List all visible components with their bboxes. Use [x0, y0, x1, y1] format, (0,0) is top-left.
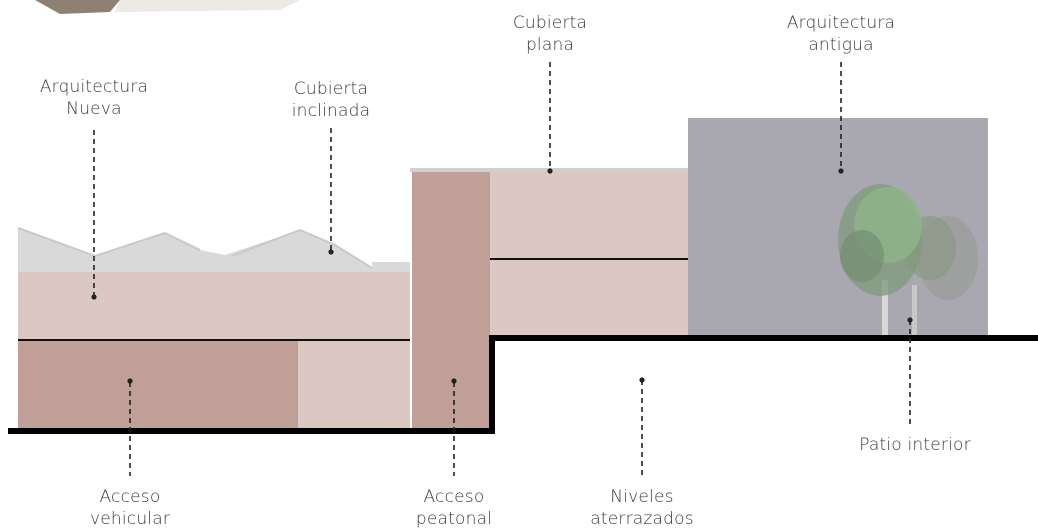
dot-patio-interior: [907, 317, 913, 323]
label-arquitectura-antigua-line2: antigua: [808, 35, 874, 55]
dot-niveles-aterrazados: [639, 377, 645, 383]
label-arquitectura-nueva: Arquitectura Nueva: [24, 76, 164, 120]
label-arquitectura-antigua: Arquitectura antigua: [771, 12, 911, 56]
dot-acceso-peatonal: [451, 378, 457, 384]
label-patio-interior: Patio interior: [840, 434, 990, 456]
sawtooth-roof: [18, 228, 410, 272]
label-arquitectura-nueva-line1: Arquitectura: [39, 77, 149, 97]
photo-fragment: [35, 0, 120, 14]
label-acceso-peatonal-line2: peatonal: [415, 509, 493, 529]
label-arquitectura-nueva-line2: Nueva: [66, 99, 122, 119]
label-acceso-peatonal-line1: Acceso: [423, 487, 485, 507]
tree-icon: [838, 184, 978, 336]
photo-fragment-light: [115, 0, 300, 12]
pedestrian-access-tower: [412, 170, 490, 428]
flat-roof-building: [490, 172, 688, 336]
flat-roof-line: [410, 168, 706, 172]
label-acceso-vehicular-line1: Acceso: [99, 487, 161, 507]
label-arquitectura-antigua-line1: Arquitectura: [786, 13, 896, 33]
sawtooth-roof-outline: [17, 227, 373, 269]
label-cubierta-plana: Cubierta plana: [495, 12, 605, 56]
label-acceso-vehicular-line2: vehicular: [89, 509, 171, 529]
dot-cubierta-plana: [547, 168, 553, 174]
dot-acceso-vehicular: [127, 378, 133, 384]
label-cubierta-inclinada-line1: Cubierta: [293, 79, 369, 99]
label-acceso-vehicular: Acceso vehicular: [70, 486, 190, 530]
label-cubierta-plana-line2: plana: [525, 35, 575, 55]
label-niveles-aterrazados-line1: Niveles: [610, 487, 674, 507]
vehicle-access-block: [18, 340, 298, 428]
label-niveles-aterrazados: Niveles aterrazados: [572, 486, 712, 530]
new-building-lower-right: [298, 340, 410, 428]
label-cubierta-plana-line1: Cubierta: [512, 13, 588, 33]
dot-arquitectura-nueva: [91, 294, 97, 300]
dot-cubierta-inclinada: [328, 249, 334, 255]
label-acceso-peatonal: Acceso peatonal: [399, 486, 509, 530]
ground-line: [8, 335, 1038, 434]
dot-arquitectura-antigua: [838, 168, 844, 174]
label-cubierta-inclinada-line2: inclinada: [291, 101, 371, 121]
label-cubierta-inclinada: Cubierta inclinada: [271, 78, 391, 122]
label-niveles-aterrazados-line2: aterrazados: [590, 509, 694, 529]
new-building-upper: [18, 272, 410, 340]
label-patio-interior-text: Patio interior: [859, 435, 971, 455]
